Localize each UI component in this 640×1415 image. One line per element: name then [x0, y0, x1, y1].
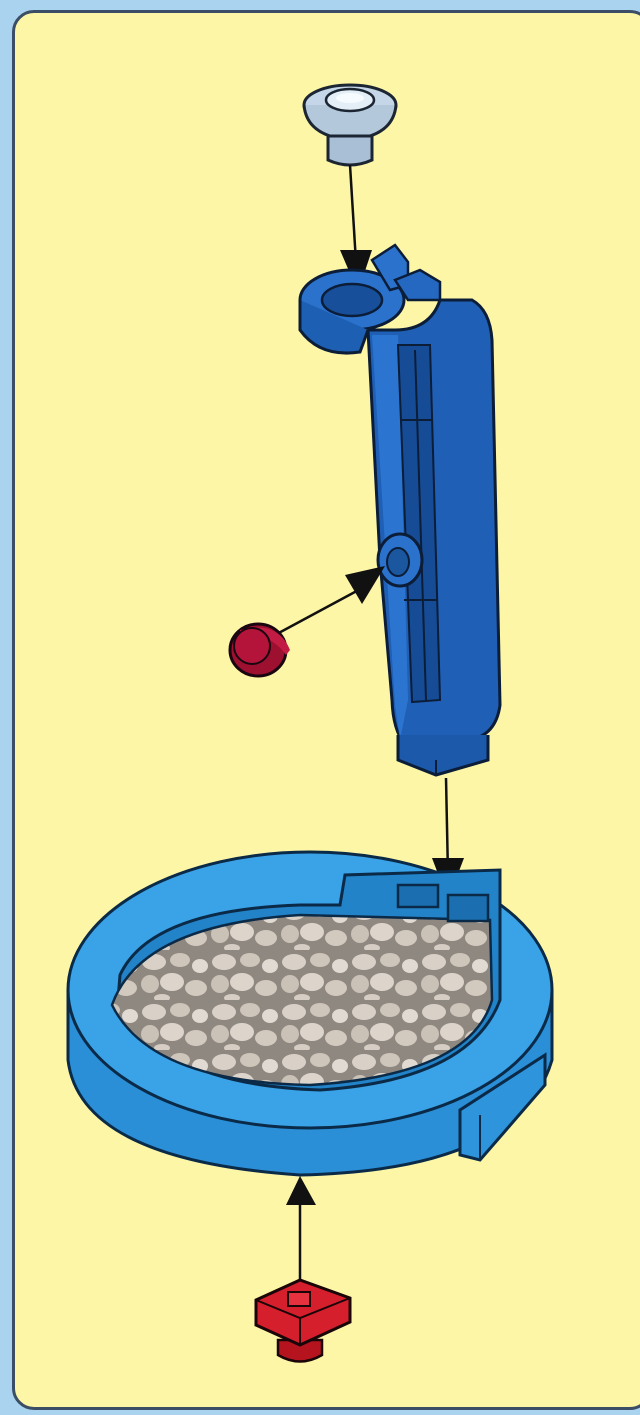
red-bottom-clip [254, 1278, 352, 1363]
arrow-knob-to-arm [274, 566, 385, 637]
light-blue-round-base [66, 850, 554, 1177]
red-knob [228, 622, 290, 678]
blue-arm-post [298, 243, 502, 777]
arrow-clip-to-base [286, 1176, 316, 1282]
instruction-panel [12, 10, 640, 1410]
grey-push-cap [302, 83, 398, 167]
